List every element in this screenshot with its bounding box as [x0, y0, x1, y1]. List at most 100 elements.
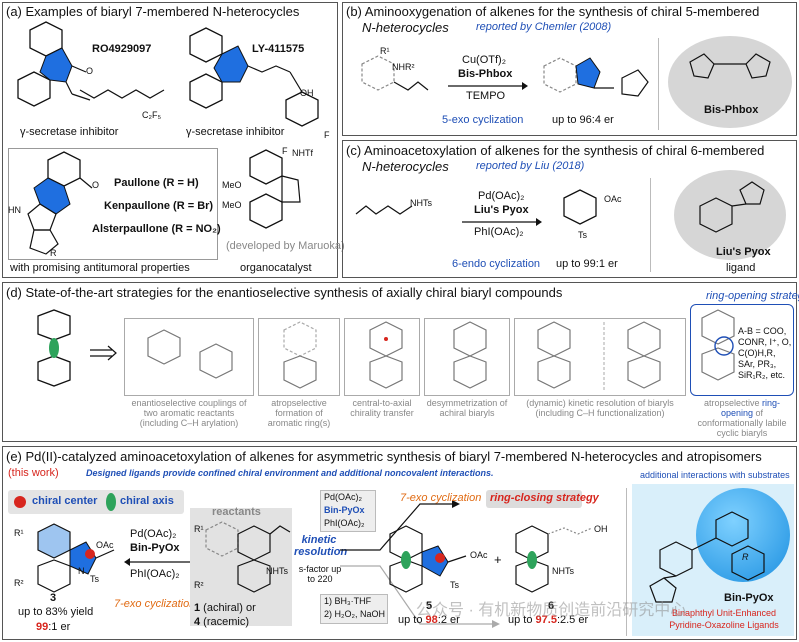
- panel-d-retro-arrow: [90, 345, 117, 361]
- reactant-nhts: NHTs: [266, 566, 288, 576]
- panel-b-reported: reported by Chemler (2008): [476, 21, 612, 33]
- product-3-r2: R²: [14, 578, 24, 588]
- liupyox-label: Liu's Pyox: [716, 246, 771, 258]
- strategy-2-rings: [283, 321, 317, 389]
- panel-b-reagent3: TEMPO: [466, 90, 506, 102]
- product-3-er: 99:1 er: [36, 621, 70, 633]
- strategy-box-5: [514, 318, 686, 396]
- panel-b-nhr2: NHR²: [392, 62, 415, 72]
- chiral-axis-oval: [106, 493, 116, 511]
- panel-b-divider: [658, 38, 659, 130]
- product-6-er: up to 97.5:2.5 er: [508, 614, 588, 626]
- panel-c-arrow: [462, 218, 542, 226]
- seven-exo-left: 7-exo cyclization: [114, 598, 196, 610]
- ro-o-label: O: [86, 66, 94, 76]
- panel-b-er: up to 96:4 er: [552, 114, 614, 126]
- ro-c2f5-label: C₂F₅: [142, 110, 162, 120]
- panel-d-target-biaryl: [37, 309, 71, 387]
- product-3-number: 3: [50, 592, 57, 604]
- product-5-er-prefix: up to: [398, 614, 426, 626]
- ly-caption: γ-secretase inhibitor: [186, 126, 285, 138]
- ro-caption: γ-secretase inhibitor: [20, 126, 119, 138]
- arrow3-reagent1: Pd(OAc)₂: [130, 528, 177, 540]
- binpyox-r: R: [742, 552, 749, 562]
- panel-b-r1: R¹: [380, 46, 390, 56]
- strategy-6-caption-c: of conformationally labile cyclic biaryl…: [697, 408, 787, 438]
- bh3-reagent1: 1) BH₃·THF: [324, 596, 372, 606]
- reactant-4-desc: (racemic): [200, 616, 250, 628]
- ro-sidechain: [79, 89, 165, 99]
- plus-sign: +: [494, 552, 502, 567]
- top-reagent3: PhI(OAc)₂: [324, 518, 365, 528]
- seven-exo-right: 7-exo cyclization: [400, 492, 482, 504]
- product-3-yield: up to 83% yield: [18, 606, 94, 618]
- strategy-2-caption: atropselective formation of aromatic rin…: [267, 398, 331, 428]
- panel-b-arrow: [448, 82, 528, 90]
- ab-list: A-B = COO, CONR, I⁺, O, C(O)H,R, SAr, PR…: [738, 326, 792, 380]
- binpyox-sub1: Binaphthyl Unit-Enhanced: [671, 608, 777, 618]
- reactant-structure: [205, 521, 291, 593]
- bisphbox-structure: [689, 53, 771, 79]
- product-5-ts: Ts: [450, 580, 459, 590]
- product-3-n: N: [78, 566, 85, 576]
- ly411575-label: LY-411575: [252, 43, 305, 55]
- strategy-6-rings: [701, 309, 735, 381]
- bottom-reagent-box: [320, 594, 388, 624]
- product-6-er-major: 97.5: [535, 614, 557, 626]
- product-3-r1: R¹: [14, 528, 24, 538]
- ring-opening-strategy-label: ring-opening strategy: [706, 290, 799, 302]
- panel-b-title: (b) Aminooxygenation of alkenes for the …: [346, 4, 760, 19]
- paullone-structure: [27, 151, 93, 255]
- strategy-1-rings: [147, 329, 233, 379]
- chiral-center-label: chiral center: [32, 495, 98, 507]
- product-6-structure: [515, 525, 593, 593]
- strategy-6-caption-a: atropselective: [703, 398, 762, 408]
- product-3-structure: [37, 523, 115, 593]
- strategy-6-caption: atropselective ring-opening of conformat…: [690, 398, 794, 438]
- panel-c-reagent3: PhI(OAc)₂: [474, 226, 524, 238]
- reactant-r1: R¹: [194, 524, 204, 534]
- panel-d: [2, 282, 797, 442]
- ro4929097-label: RO4929097: [92, 43, 152, 55]
- bisphbox-ligand-bubble: [668, 36, 792, 128]
- bisphbox-label: Bis-Phbox: [704, 104, 759, 116]
- arrow-to-3: [124, 558, 192, 566]
- product-6-oh: OH: [594, 524, 608, 534]
- panel-c-reagent2: Liu's Pyox: [474, 204, 529, 216]
- binpyox-label: Bin-PyOx: [724, 592, 774, 604]
- product-6-er-rest: :2.5 er: [556, 614, 589, 626]
- panel-c-reported: reported by Liu (2018): [476, 160, 585, 172]
- ro4929097-structure: [17, 21, 91, 107]
- watermark-text: 公众号 · 有机新物质创造前沿研究中心: [416, 602, 687, 619]
- ly-f2-label: F: [282, 146, 288, 156]
- chiral-axis-label: chiral axis: [120, 495, 174, 507]
- reactant-1-desc: (achiral) or: [200, 602, 256, 614]
- paullone-box: [8, 148, 218, 260]
- strategy-3-caption: central-to-axial chirality transfer: [350, 398, 414, 418]
- kenpaullone-text: Kenpaullone (R = Br): [104, 200, 214, 212]
- product-5-er-rest: :2 er: [437, 614, 460, 626]
- reactants-box: [190, 508, 292, 626]
- bh3-reagent2: 2) H₂O₂, NaOH: [324, 609, 385, 619]
- reactant-4-num: 4: [194, 616, 201, 628]
- designed-ligands-text: Designed ligands provide confined chiral…: [86, 468, 494, 478]
- alsterpaullone-text: Alsterpaullone (R = NO₂): [92, 223, 221, 235]
- strategy-4-rings: [453, 321, 487, 389]
- product-5-oac: OAc: [470, 550, 488, 560]
- sfactor-label: s-factor up to 220: [298, 564, 342, 584]
- product-3-oac: OAc: [96, 540, 114, 550]
- panel-c: [342, 140, 797, 278]
- product-3-er-rest: :1 er: [48, 621, 71, 633]
- paullone-o-label: O: [92, 180, 100, 190]
- panel-b-title2: N-heterocycles: [362, 20, 449, 35]
- panel-b-sm-structure: [361, 55, 429, 91]
- arrow3-reagent3: PhI(OAc)₂: [130, 568, 180, 580]
- panel-e: [2, 446, 797, 640]
- product-3-ts: Ts: [90, 574, 99, 584]
- ly-f1-label: F: [324, 130, 330, 140]
- strategy-5-caption: (dynamic) kinetic resolution of biaryls …: [526, 398, 674, 418]
- product-3-er-major: 99: [36, 621, 49, 633]
- maruoka-nhtf: NHTf: [292, 148, 313, 158]
- strategy-box-4: [424, 318, 510, 396]
- ly411575-structure: [189, 27, 319, 127]
